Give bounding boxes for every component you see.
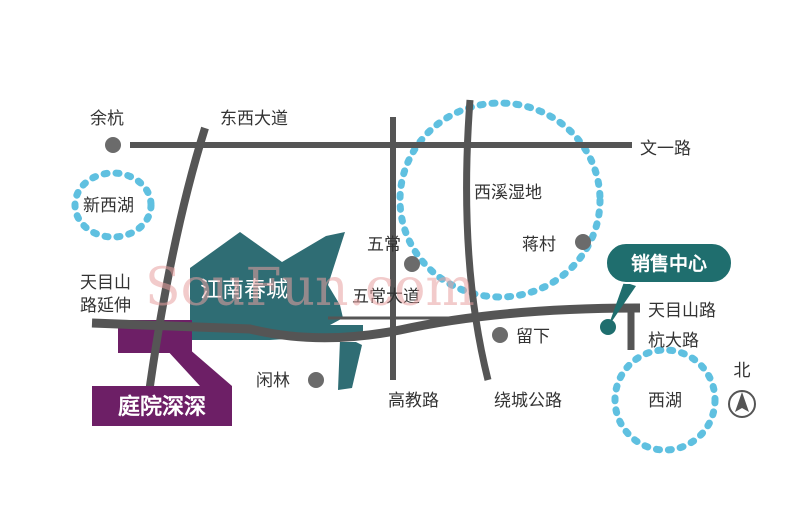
- liuxia-marker: [492, 327, 508, 343]
- xianlin-label: 闲林: [256, 371, 290, 391]
- tianmushan-road-label: 天目山路: [648, 301, 716, 321]
- sales-center-label: 销售中心: [631, 252, 707, 275]
- sales-center-badge: [605, 242, 733, 284]
- gaojiao-road-label: 高教路: [388, 391, 439, 411]
- xihu-label: 西湖: [648, 391, 682, 411]
- tianmushan-extension-label-line2: 路延伸: [80, 296, 131, 316]
- sales-center-pointer: [608, 282, 636, 327]
- wenyi-road-label: 文一路: [640, 139, 691, 159]
- tianmushan-road: [91, 303, 641, 343]
- jiangcun-label: 蒋村: [522, 235, 556, 255]
- liuxia-label: 留下: [516, 327, 550, 347]
- jiangcun-marker: [575, 234, 591, 250]
- xinxihu-lake-ring: [71, 169, 155, 241]
- hangda-road-label: 杭大路: [648, 331, 699, 351]
- xixi-wetland-label: 西溪湿地: [474, 183, 542, 203]
- jiangnan-chuncheng-district: [190, 232, 363, 390]
- yuhang-label: 余杭: [90, 109, 124, 129]
- yuhang-marker: [105, 137, 121, 153]
- project-label-box: [92, 386, 232, 426]
- tianmushan-extension-label-line1: 天目山: [80, 273, 131, 293]
- project-pointer: [165, 348, 232, 386]
- north-arrow-icon: [735, 392, 749, 412]
- xixi-wetland-ring: [396, 99, 604, 301]
- north-label: 北: [734, 361, 751, 381]
- watermark: SouFun.com: [145, 258, 475, 318]
- wuchang-marker: [404, 256, 420, 272]
- xianlin-marker: [308, 372, 324, 388]
- wuchang-avenue-label: 五常大道: [352, 287, 420, 307]
- project-label: 庭院深深: [118, 394, 206, 420]
- raocheng-highway-label: 绕城公路: [494, 391, 562, 411]
- xihu-lake-ring: [611, 346, 719, 454]
- xinxihu-label: 新西湖: [83, 196, 134, 216]
- district-label: 江南春城: [200, 278, 288, 303]
- raocheng-highway: [463, 99, 492, 381]
- dongxi-avenue-label: 东西大道: [220, 109, 288, 129]
- dongxi-avenue: [144, 126, 209, 401]
- wuchang-label: 五常: [367, 235, 401, 255]
- compass-icon: [728, 390, 756, 418]
